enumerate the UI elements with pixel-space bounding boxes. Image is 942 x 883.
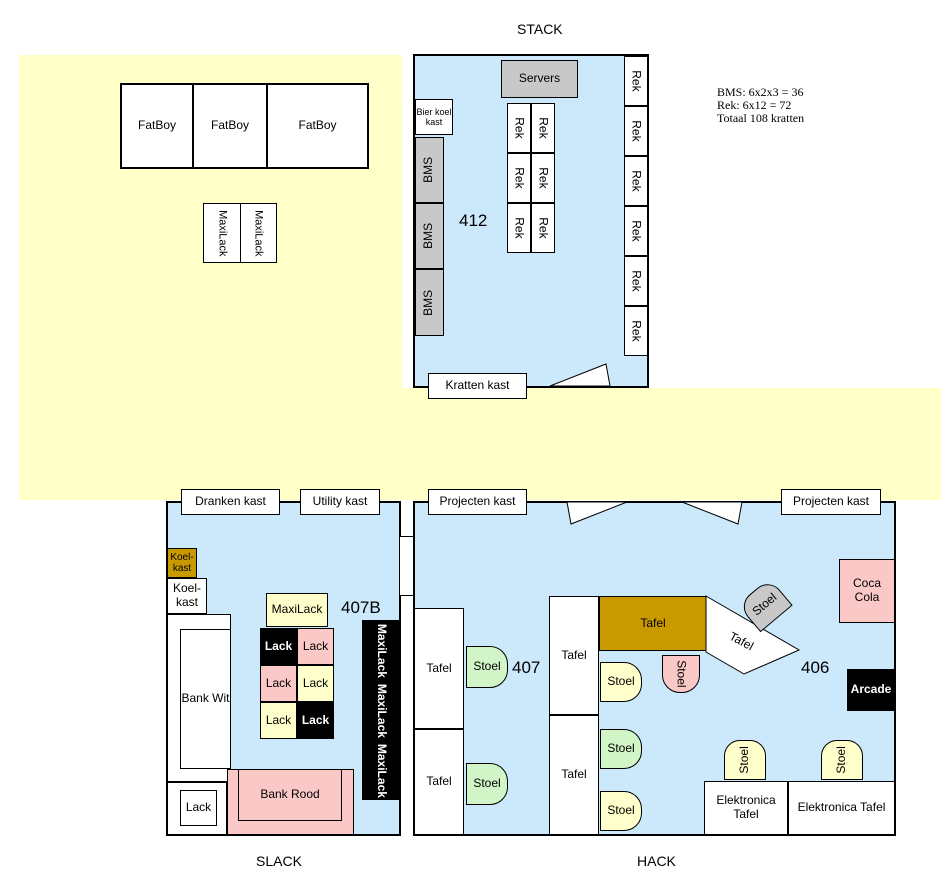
bank-rood: Bank Rood <box>238 769 342 821</box>
zone-label-slack: SLACK <box>256 853 302 869</box>
bier-koel-kast: Bier koel kast <box>415 99 453 135</box>
arcade: Arcade <box>847 669 895 711</box>
note-rek: Rek: 6x12 = 72 <box>717 98 792 112</box>
rek-wall-2: Rek <box>624 106 648 156</box>
lack-single: Lack <box>180 790 217 826</box>
maxilack-slack: MaxiLack <box>266 593 328 627</box>
maxilack-vertical: MaxiLack MaxiLack MaxiLack <box>362 620 400 800</box>
stoel-yellow-4: Stoel <box>821 740 863 780</box>
maxilack-v-3: MaxiLack <box>374 743 389 799</box>
fatboy-3: FatBoy <box>266 83 369 169</box>
fatboy-1: FatBoy <box>120 83 194 169</box>
projecten-kast-1: Projecten kast <box>428 489 527 515</box>
rek-wall-5: Rek <box>624 256 648 306</box>
rek-center-5: Rek <box>507 203 531 253</box>
rek-center-6: Rek <box>531 203 555 253</box>
door-hack-1 <box>566 501 628 525</box>
elektronica-tafel-2: Elektronica Tafel <box>788 781 895 835</box>
lack-4: Lack <box>297 665 334 702</box>
door-stack <box>549 363 611 387</box>
tafel-center-2: Tafel <box>549 715 599 835</box>
koel-kast: Koel-kast <box>167 578 207 614</box>
note-total: Totaal 108 kratten <box>717 111 805 125</box>
bms-1: BMS <box>415 137 444 203</box>
utility-kast: Utility kast <box>300 489 380 515</box>
stoel-pink: Stoel <box>662 655 700 693</box>
bms-2: BMS <box>415 203 444 269</box>
tafel-center-1: Tafel <box>549 596 599 715</box>
door-hack-2 <box>681 501 743 525</box>
tafel-407-2: Tafel <box>414 729 464 835</box>
tafel-gold: Tafel <box>599 596 707 651</box>
room-label-412: 412 <box>459 211 488 230</box>
room-label-407b: 407B <box>341 598 381 617</box>
lack-3: Lack <box>260 665 297 702</box>
rek-center-4: Rek <box>531 153 555 203</box>
lack-5: Lack <box>260 702 297 739</box>
stoel-407-2: Stoel <box>466 763 508 805</box>
crate-notes: BMS: 6x2x3 = 36 Rek: 6x12 = 72 Totaal 10… <box>717 86 877 125</box>
stoel-yellow-2: Stoel <box>600 791 642 831</box>
rek-center-3: Rek <box>507 153 531 203</box>
room-divider <box>400 536 414 596</box>
stoel-407-1: Stoel <box>466 646 508 688</box>
elektronica-tafel-1: Elektronica Tafel <box>704 781 788 835</box>
rek-wall-6: Rek <box>624 306 648 356</box>
zone-label-hack: HACK <box>637 853 676 869</box>
rek-wall-1: Rek <box>624 56 648 106</box>
room-label-406: 406 <box>801 658 830 677</box>
rek-wall-4: Rek <box>624 206 648 256</box>
note-bms: BMS: 6x2x3 = 36 <box>717 85 804 99</box>
hall-maxilack-1: MaxiLack <box>203 203 241 263</box>
tafel-slanted-shape <box>705 595 800 675</box>
projecten-kast-2: Projecten kast <box>781 489 881 515</box>
rek-wall-3: Rek <box>624 156 648 206</box>
stoel-yellow-1: Stoel <box>600 662 642 702</box>
lack-6: Lack <box>297 702 334 739</box>
rek-center-2: Rek <box>531 103 555 153</box>
kratten-kast: Kratten kast <box>428 373 527 399</box>
stoel-green-1: Stoel <box>600 729 642 769</box>
stoel-yellow-3: Stoel <box>724 740 766 780</box>
rek-center-1: Rek <box>507 103 531 153</box>
bank-wit: Bank Wit <box>180 629 231 769</box>
hallway-band <box>19 388 941 500</box>
koel-kast-small: Koel-kast <box>167 548 197 578</box>
maxilack-v-2: MaxiLack <box>374 683 389 739</box>
servers: Servers <box>501 60 578 98</box>
room-label-407: 407 <box>512 658 541 677</box>
tafel-407-1: Tafel <box>414 608 464 729</box>
coca-cola: Coca Cola <box>839 559 895 623</box>
lack-2: Lack <box>297 628 334 665</box>
hall-maxilack-2: MaxiLack <box>240 203 277 263</box>
bms-3: BMS <box>415 269 444 336</box>
maxilack-v-1: MaxiLack <box>374 623 389 679</box>
dranken-kast: Dranken kast <box>181 489 280 515</box>
lack-1: Lack <box>260 628 297 665</box>
zone-label-stack: STACK <box>517 21 563 37</box>
fatboy-2: FatBoy <box>192 83 268 169</box>
